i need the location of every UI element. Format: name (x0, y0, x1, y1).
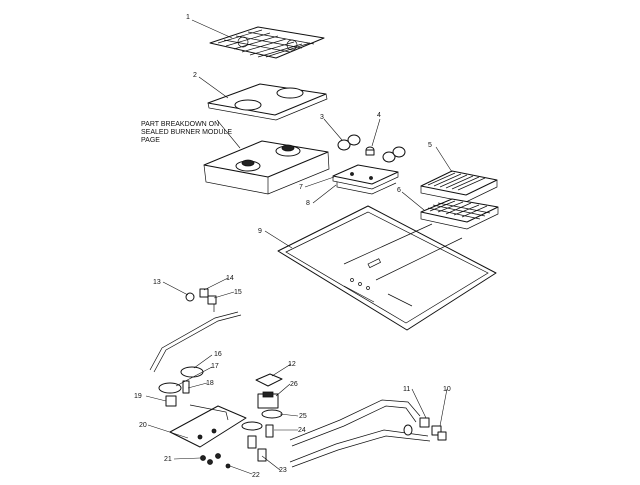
part-1-burner-grate (209, 26, 325, 59)
callout-7: 7 (299, 184, 303, 191)
part-21-22-screws (200, 453, 231, 469)
callout-5: 5 (428, 142, 432, 149)
callout-16: 16 (214, 351, 222, 358)
callout-15: 15 (234, 289, 242, 296)
part-12-26-igniter-module (255, 373, 283, 409)
callout-13: 13 (153, 279, 161, 286)
callout-14: 14 (226, 275, 234, 282)
callout-19: 19 (134, 393, 142, 400)
callout-1: 1 (186, 14, 190, 21)
callout-23: 23 (279, 467, 287, 474)
part-16-17-18-valves (158, 366, 204, 407)
callout-11: 11 (403, 386, 410, 393)
callout-9: 9 (258, 228, 262, 235)
callout-8: 8 (306, 200, 310, 207)
callout-3: 3 (320, 114, 324, 121)
note-line-1: PART BREAKDOWN ON (141, 121, 219, 128)
gas-manifold-tube (149, 311, 242, 373)
callout-25: 25 (299, 413, 307, 420)
sealed-burner-module (203, 140, 330, 195)
callout-20: 20 (139, 422, 147, 429)
callout-22: 22 (252, 472, 260, 479)
part-9-cooktop-frame (277, 205, 497, 331)
leader-lines (145, 19, 453, 475)
callout-26: 26 (290, 381, 298, 388)
callout-2: 2 (193, 72, 197, 79)
part-4-knob-insert (365, 146, 375, 156)
callout-4: 4 (377, 112, 381, 119)
callout-18: 18 (206, 380, 214, 387)
note-line-2: SEALED BURNER MODULE (141, 129, 232, 136)
part-7-8-control-panel (332, 164, 399, 195)
part-19-20-bracket (169, 404, 247, 448)
callout-21: 21 (164, 456, 172, 463)
callout-12: 12 (288, 361, 296, 368)
part-10-11-regulator-fittings (403, 417, 447, 441)
callout-10: 10 (443, 386, 451, 393)
note-line-3: PAGE (141, 137, 160, 144)
callout-24: 24 (298, 427, 306, 434)
part-6-grease-tray (420, 198, 499, 230)
callout-6: 6 (397, 187, 401, 194)
part-5-grill (420, 170, 498, 203)
part-23-24-25-valves (241, 409, 283, 462)
part-2-drip-plate (207, 83, 328, 121)
part-13-14-15-fittings (185, 288, 217, 312)
callout-17: 17 (211, 363, 219, 370)
part-3-control-knobs (337, 134, 406, 163)
